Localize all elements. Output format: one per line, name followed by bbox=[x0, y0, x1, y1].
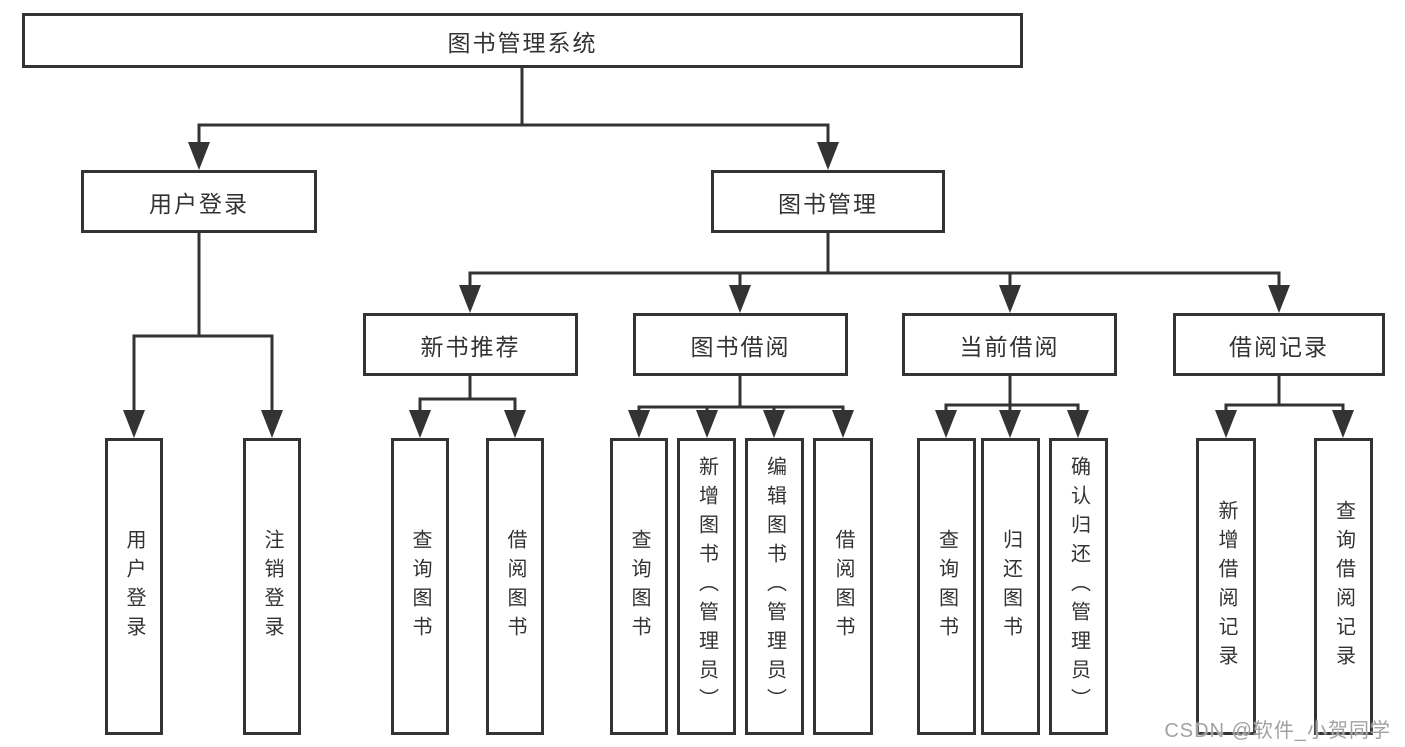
node-current-borrowing: 当前借阅 bbox=[902, 313, 1117, 376]
connector-user-login-children bbox=[132, 231, 274, 415]
leaf-current-return-books: 归还图书 bbox=[981, 438, 1040, 735]
node-book-borrowing: 图书借阅 bbox=[633, 313, 848, 376]
connector-current-borrow-children bbox=[944, 374, 1080, 415]
leaf-newbook-borrow-books: 借阅图书 bbox=[486, 438, 544, 735]
leaf-borrow-query-books: 查询图书 bbox=[610, 438, 668, 735]
node-book-management: 图书管理 bbox=[711, 170, 945, 233]
leaf-borrow-borrow-books: 借阅图书 bbox=[813, 438, 873, 735]
leaf-borrow-add-books-admin: 新增图书（管理员） bbox=[677, 438, 736, 735]
arrow-down-icon bbox=[1067, 410, 1089, 438]
leaf-label: 借阅图书 bbox=[504, 528, 526, 645]
connector-new-book-children bbox=[418, 374, 517, 415]
arrow-down-icon bbox=[817, 142, 839, 170]
arrow-down-icon bbox=[1268, 285, 1290, 313]
arrow-down-icon bbox=[1215, 410, 1237, 438]
leaf-label: 用户登录 bbox=[123, 528, 145, 645]
arrow-down-icon bbox=[696, 410, 718, 438]
arrow-down-icon bbox=[1332, 410, 1354, 438]
leaf-label: 编辑图书（管理员） bbox=[763, 456, 786, 717]
node-root-library-system: 图书管理系统 bbox=[22, 13, 1023, 68]
leaf-borrow-edit-books-admin: 编辑图书（管理员） bbox=[745, 438, 804, 735]
leaf-label: 注销登录 bbox=[261, 528, 283, 645]
arrowheads bbox=[123, 142, 1354, 438]
leaf-label: 查询图书 bbox=[935, 528, 958, 645]
node-borrowing-records: 借阅记录 bbox=[1173, 313, 1385, 376]
arrow-down-icon bbox=[935, 410, 957, 438]
arrow-down-icon bbox=[459, 285, 481, 313]
leaf-label: 查询图书 bbox=[628, 528, 650, 645]
connector-root-to-level2 bbox=[197, 66, 830, 147]
leaf-user-login: 用户登录 bbox=[105, 438, 163, 735]
leaf-label: 新增图书（管理员） bbox=[695, 456, 718, 717]
arrow-down-icon bbox=[999, 285, 1021, 313]
connector-book-borrow-children bbox=[637, 374, 845, 415]
node-new-book-recommendation: 新书推荐 bbox=[363, 313, 578, 376]
arrow-down-icon bbox=[763, 410, 785, 438]
leaf-label: 新增借阅记录 bbox=[1215, 499, 1237, 674]
leaf-label: 查询借阅记录 bbox=[1332, 499, 1355, 674]
leaf-current-confirm-return-admin: 确认归还（管理员） bbox=[1049, 438, 1108, 735]
arrow-down-icon bbox=[729, 285, 751, 313]
arrow-down-icon bbox=[409, 410, 431, 438]
arrow-down-icon bbox=[832, 410, 854, 438]
csdn-watermark: CSDN @软件_小贺同学 bbox=[1164, 720, 1391, 742]
leaf-label: 查询图书 bbox=[409, 528, 431, 645]
leaf-label: 归还图书 bbox=[999, 528, 1022, 645]
leaf-logout: 注销登录 bbox=[243, 438, 301, 735]
arrow-down-icon bbox=[261, 410, 283, 438]
leaf-current-query-books: 查询图书 bbox=[917, 438, 976, 735]
arrow-down-icon bbox=[999, 410, 1021, 438]
leaf-label: 确认归还（管理员） bbox=[1067, 456, 1090, 717]
leaf-newbook-query-books: 查询图书 bbox=[391, 438, 449, 735]
arrow-down-icon bbox=[628, 410, 650, 438]
connector-book-management-children bbox=[468, 231, 1281, 290]
leaf-records-query-record: 查询借阅记录 bbox=[1314, 438, 1373, 735]
arrow-down-icon bbox=[188, 142, 210, 170]
arrow-down-icon bbox=[504, 410, 526, 438]
connector-borrow-records-children bbox=[1224, 374, 1345, 415]
leaf-label: 借阅图书 bbox=[832, 528, 854, 645]
leaf-records-add-record: 新增借阅记录 bbox=[1196, 438, 1256, 735]
node-user-login-branch: 用户登录 bbox=[81, 170, 317, 233]
arrow-down-icon bbox=[123, 410, 145, 438]
